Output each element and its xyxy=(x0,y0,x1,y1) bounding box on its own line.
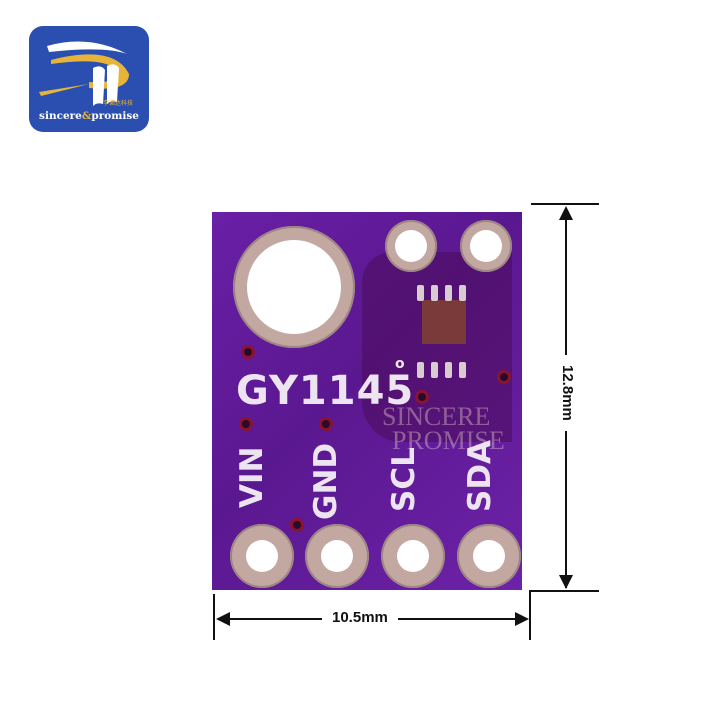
width-dimension-label: 10.5mm xyxy=(322,609,398,626)
top-pad-2 xyxy=(460,220,512,272)
logo-brand-text: sincere&promise xyxy=(39,110,139,122)
pin-label-vin: VIN xyxy=(234,446,270,508)
width-dim-left-tick xyxy=(213,594,215,640)
brand-logo: 李诺达科技 sincere&promise xyxy=(29,26,149,132)
sensor-chip xyxy=(422,300,466,344)
width-dim-right-tick xyxy=(529,590,531,640)
pin-label-sda: SDA xyxy=(462,439,498,512)
pin-pad-scl xyxy=(381,524,445,588)
top-pad-1 xyxy=(385,220,437,272)
arrow-down-icon xyxy=(559,575,573,589)
copper-pour xyxy=(362,252,512,442)
pin-pad-gnd xyxy=(305,524,369,588)
height-dim-top-tick xyxy=(531,203,599,205)
height-dimension-label: 12.8mm xyxy=(559,355,576,431)
logo-emblem-icon xyxy=(39,41,129,106)
pin-pad-sda xyxy=(457,524,521,588)
arrow-up-icon xyxy=(559,206,573,220)
pin-label-gnd: GND xyxy=(308,442,344,520)
arrow-left-icon xyxy=(216,612,230,626)
model-label: GY1145 xyxy=(236,368,415,414)
logo-chinese-text: 李诺达科技 xyxy=(102,101,133,107)
pin-label-scl: SCL xyxy=(386,447,422,512)
arrow-right-icon xyxy=(515,612,529,626)
height-dim-bottom-tick xyxy=(531,590,599,592)
pin-pad-vin xyxy=(230,524,294,588)
mounting-hole xyxy=(233,226,355,348)
